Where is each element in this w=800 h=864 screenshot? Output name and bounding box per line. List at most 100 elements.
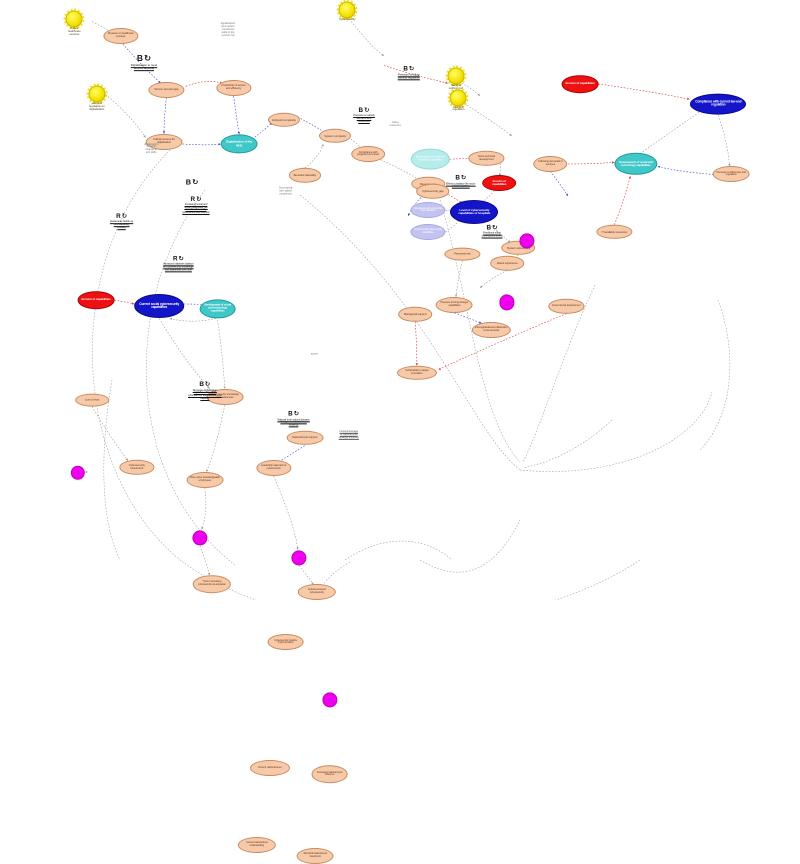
causal-link	[298, 565, 314, 585]
causal-link	[383, 65, 449, 84]
variable-node[interactable]: Following demands in services	[533, 156, 568, 172]
causal-link	[206, 404, 226, 473]
state-marker-node[interactable]	[192, 530, 208, 546]
variable-node[interactable]: Pressure to follow law and regulation	[712, 166, 750, 183]
variable-node[interactable]: Endpoint complexity	[268, 112, 300, 128]
loop-caption: Increasing social and social capabilitie…	[182, 202, 210, 214]
variable-node[interactable]: Pressure on healthcare services	[103, 28, 139, 44]
feedback-loop-marker: R↻Increasing social and social capabilit…	[151, 196, 241, 215]
causal-link	[657, 165, 714, 175]
loop-caption: National level actions between changes i…	[277, 417, 310, 427]
variable-node[interactable]: Current national level understanding	[237, 836, 276, 853]
link-annotation: digitalisation demand change of soft ski…	[143, 142, 159, 155]
feedback-loop-marker: R↻Awareness builds up new capability ero…	[77, 213, 167, 230]
variable-node[interactable]: Pressure to bring stronger capabilities	[435, 296, 473, 313]
variable-node[interactable]: Productivity of service and efficiency	[216, 80, 252, 96]
variable-node[interactable]: Actual perceived cybersecurity	[297, 584, 336, 600]
causal-link	[454, 312, 482, 324]
state-marker-node[interactable]	[70, 465, 85, 480]
loop-polarity-label: B↻	[185, 177, 199, 187]
variable-node[interactable]: Service demand gap	[148, 81, 184, 98]
causal-link	[407, 190, 429, 217]
variable-node[interactable]: External risk assessment	[548, 299, 584, 314]
causal-link	[438, 313, 567, 370]
variable-node[interactable]: System complexity	[319, 128, 352, 144]
variable-node[interactable]: Perceived risk	[444, 247, 480, 261]
loop-polarity-label: B↻	[455, 175, 467, 183]
exogenous-source-label: Law and regulation on digitalisation	[88, 102, 105, 112]
causal-link	[304, 143, 324, 169]
feedback-loop-marker: B↻	[147, 177, 237, 187]
state-marker-node[interactable]	[322, 692, 338, 708]
variable-node[interactable]: Loss of trust	[75, 393, 109, 407]
feedback-loop-marker: B↻National level actions between changes…	[249, 411, 339, 427]
causal-link	[233, 95, 240, 135]
exogenous-source-icon[interactable]	[86, 83, 108, 105]
variable-node[interactable]: Current national level	[249, 760, 290, 776]
variable-node[interactable]: IT available resources	[596, 224, 632, 240]
feedback-loop-marker: B↻Efforts to balance the socio- technica…	[416, 175, 506, 189]
causal-link	[158, 318, 210, 389]
exogenous-source-icon[interactable]	[445, 65, 467, 87]
variable-node[interactable]: Development of social and technology cap…	[199, 299, 236, 319]
causal-link	[439, 199, 521, 463]
variable-node[interactable]: Current social cybersecurity capabilitie…	[134, 294, 184, 319]
feedback-loop-marker: B↻Pressure to satisfy demand and resourc…	[319, 107, 409, 124]
exogenous-source-icon[interactable]	[447, 87, 469, 109]
causal-link	[639, 108, 705, 154]
variable-node[interactable]: Cybersecurity investment	[119, 459, 155, 475]
causal-link	[169, 317, 217, 322]
causal-link	[182, 143, 221, 146]
exogenous-source-icon[interactable]	[336, 0, 358, 21]
variable-node[interactable]: Attack experience	[490, 255, 524, 271]
variable-node[interactable]: Level of cybersecurity capabilities of h…	[450, 200, 499, 224]
loop-caption: Advanced initiatives balance out cyberse…	[163, 262, 194, 271]
exogenous-source-icon[interactable]	[63, 8, 85, 30]
variable-node[interactable]: Erosion of capabilities	[482, 175, 516, 192]
feedback-loop-marker: B↻Pressure to follow law and regulation	[364, 65, 454, 79]
variable-node[interactable]: Development of social and technology cap…	[411, 148, 450, 170]
causal-link	[567, 161, 615, 165]
variable-node[interactable]: Cybersecurity gap	[416, 183, 450, 199]
variable-node[interactable]: Vulnerability to target innovation	[396, 365, 437, 380]
variable-node[interactable]: Compliance with current law and regulati…	[410, 202, 446, 219]
loop-rotation-icon: ↻	[492, 224, 498, 232]
variable-node[interactable]: Digitalisation of the NHS	[220, 134, 258, 154]
variable-node[interactable]: Bounded rationality	[288, 167, 321, 183]
variable-node[interactable]: Interorganisational collaboration (cross…	[471, 321, 511, 338]
variable-node[interactable]: Critical pressure for digitalisation	[145, 133, 183, 150]
variable-node[interactable]: Trust in increasing cybersecurity via ed…	[192, 575, 232, 593]
variable-node[interactable]: More cyber knowledgeable employees	[186, 472, 224, 488]
state-marker-node[interactable]	[519, 233, 535, 249]
variable-node[interactable]: Current social cybersecurity capabilitie…	[410, 224, 446, 240]
causal-link	[519, 391, 713, 472]
variable-node[interactable]: Leadership approach to cybersecurity	[256, 460, 292, 476]
causal-link	[598, 83, 690, 100]
causal-link	[414, 321, 418, 366]
causal-link	[92, 149, 641, 600]
link-annotation: digitalisation and system complexity add…	[220, 22, 236, 37]
variable-node[interactable]: National level support	[286, 430, 324, 445]
variable-node[interactable]: Development of social and technology cap…	[614, 152, 658, 176]
variable-node[interactable]: Cybersecurity knowledge and awareness	[206, 388, 244, 405]
variable-node[interactable]: Erosion of capabilities	[77, 291, 115, 309]
variable-node[interactable]: Socio-technical development	[468, 151, 504, 166]
exogenous-source-label: Cybersecurity	[338, 17, 356, 21]
variable-node[interactable]: Erosion of capabilities	[561, 75, 599, 93]
state-marker-node[interactable]	[499, 294, 515, 310]
variable-node[interactable]: Structural national level investment	[296, 848, 334, 864]
causal-link	[299, 194, 521, 471]
causal-link	[346, 15, 385, 57]
variable-node[interactable]: Increased national level influence	[311, 765, 348, 784]
feedback-loop-marker: B↻Feedback effect of perceived threat	[447, 224, 537, 239]
causal-link	[91, 406, 129, 461]
causal-link	[550, 171, 569, 197]
variable-node[interactable]: Managerial support	[398, 307, 432, 322]
loop-rotation-icon: ↻	[192, 177, 199, 187]
variable-node[interactable]: Compliance with projected end need	[351, 146, 385, 163]
variable-node[interactable]: Cybersecurity practice implementation	[267, 634, 304, 651]
loop-rotation-icon: ↻	[408, 65, 415, 73]
variable-node[interactable]: Compliance with current law and regulati…	[690, 93, 747, 115]
state-marker-node[interactable]	[291, 550, 307, 566]
